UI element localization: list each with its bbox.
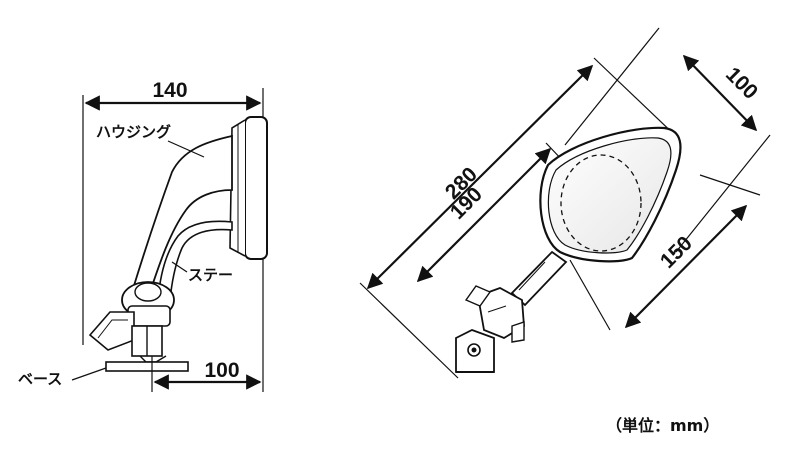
leader-housing (167, 140, 205, 158)
dim-line-190 (416, 147, 552, 283)
base-plate (105, 361, 189, 372)
ball-joint-front (464, 285, 525, 343)
leader-base (71, 367, 107, 381)
dim-line-150 (624, 204, 748, 329)
dim-100-side-label: 100 (204, 359, 239, 382)
ext-150-top (699, 174, 761, 196)
ext-280-top (593, 57, 681, 141)
ext-280-bottom (359, 282, 459, 379)
dim-100-front-label: 100 (721, 63, 762, 104)
clamp-side (88, 311, 135, 351)
base-post (131, 325, 167, 363)
dim-line-100-front (682, 54, 758, 132)
dim-150-label: 150 (656, 232, 697, 273)
front-view: 280 190 100 150 (359, 27, 771, 379)
label-stay: ステー (188, 266, 233, 284)
mirror-head-front (539, 126, 682, 263)
base-front (455, 329, 495, 373)
leader-stay (171, 261, 188, 273)
units-note: （単位：mm） (606, 416, 719, 435)
arm-front (510, 250, 568, 307)
label-base: ベース (18, 370, 62, 388)
label-housing: ハウジング (96, 123, 171, 141)
mirror-dashed-area (560, 154, 642, 252)
ball-joint-side (121, 281, 175, 327)
ext-150-bottom (569, 259, 611, 331)
dim-140-label: 140 (152, 79, 187, 102)
side-view: 140 100 ハウジング (18, 79, 268, 392)
mirror-head-side (229, 116, 268, 260)
